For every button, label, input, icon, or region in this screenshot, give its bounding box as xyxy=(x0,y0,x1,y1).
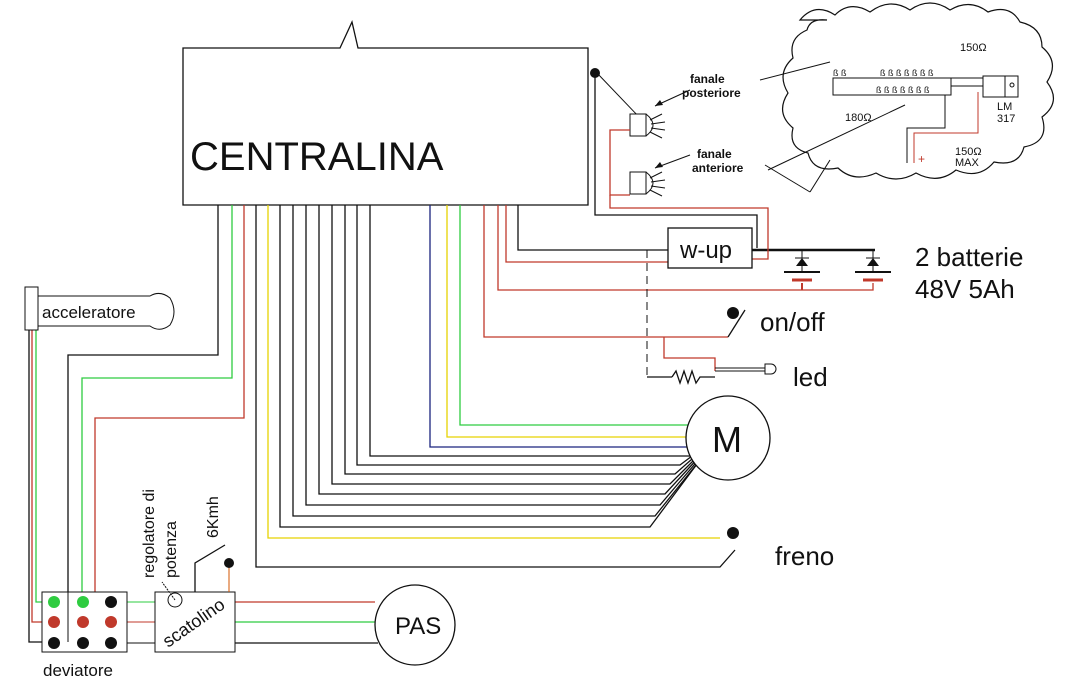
brake-switch-contact xyxy=(727,527,739,539)
motor xyxy=(685,395,771,481)
throttle: acceleratore xyxy=(24,286,175,331)
led-icon xyxy=(764,363,777,375)
inset-plus-label: + xyxy=(918,152,925,166)
inset-resistor-top-label: 150Ω xyxy=(960,42,987,54)
motor-label: M xyxy=(712,419,742,460)
led-label: led xyxy=(793,362,828,392)
front-light-label-2: anteriore xyxy=(692,161,744,175)
battery-1-icon xyxy=(784,250,820,282)
deviatore-label: deviatore xyxy=(43,661,113,680)
battery-2-icon xyxy=(855,250,891,282)
wakeup-label: w-up xyxy=(679,237,732,264)
throttle-label: acceleratore xyxy=(42,303,136,322)
rear-light-icon xyxy=(629,113,666,139)
onoff-switch-contact xyxy=(727,307,739,319)
pas-label: PAS xyxy=(395,613,441,640)
speed-switch-lever xyxy=(194,544,226,592)
front-light-icon xyxy=(629,171,666,197)
rear-light-label-2: posteriore xyxy=(682,86,741,100)
power-regulator-label: regolatore di xyxy=(141,489,158,578)
inset-trimmer-max-label: MAX xyxy=(955,157,980,169)
led-board-inset: ß ß ß ß ß ß ß ß ß ß ß ß ß ß ß ß 150Ω 180… xyxy=(759,2,1054,193)
svg-text:ß ß: ß ß xyxy=(833,68,847,78)
inset-regulator-label: LM xyxy=(997,101,1012,113)
brake-label: freno xyxy=(775,541,834,571)
inset-trimmer-label: 150Ω xyxy=(955,146,982,158)
onoff-label: on/off xyxy=(760,307,825,337)
controller-box xyxy=(182,20,589,206)
inset-resistor-bottom-label: 180Ω xyxy=(845,112,872,124)
onoff-switch-lever xyxy=(727,309,746,338)
rear-light-label: fanale xyxy=(690,72,725,86)
speed-switch-contact xyxy=(224,558,234,568)
svg-text:ß ß ß ß ß ß ß: ß ß ß ß ß ß ß xyxy=(876,85,930,95)
svg-text:ß ß ß ß ß ß ß: ß ß ß ß ß ß ß xyxy=(880,68,934,78)
wakeup-module xyxy=(667,227,753,269)
controller-label: CENTRALINA xyxy=(190,135,444,179)
power-regulator-knob[interactable] xyxy=(167,592,183,608)
pas-sensor xyxy=(374,584,456,666)
battery-label: 2 batterie xyxy=(915,242,1023,272)
light-switch-contact xyxy=(590,68,600,78)
battery-spec-label: 48V 5Ah xyxy=(915,274,1015,304)
speed-label: 6Kmh xyxy=(205,496,222,538)
inset-regulator-number: 317 xyxy=(997,113,1015,125)
deviatore-terminals xyxy=(48,596,117,649)
front-light-label: fanale xyxy=(697,147,732,161)
power-regulator-label-2: potenza xyxy=(163,521,180,578)
